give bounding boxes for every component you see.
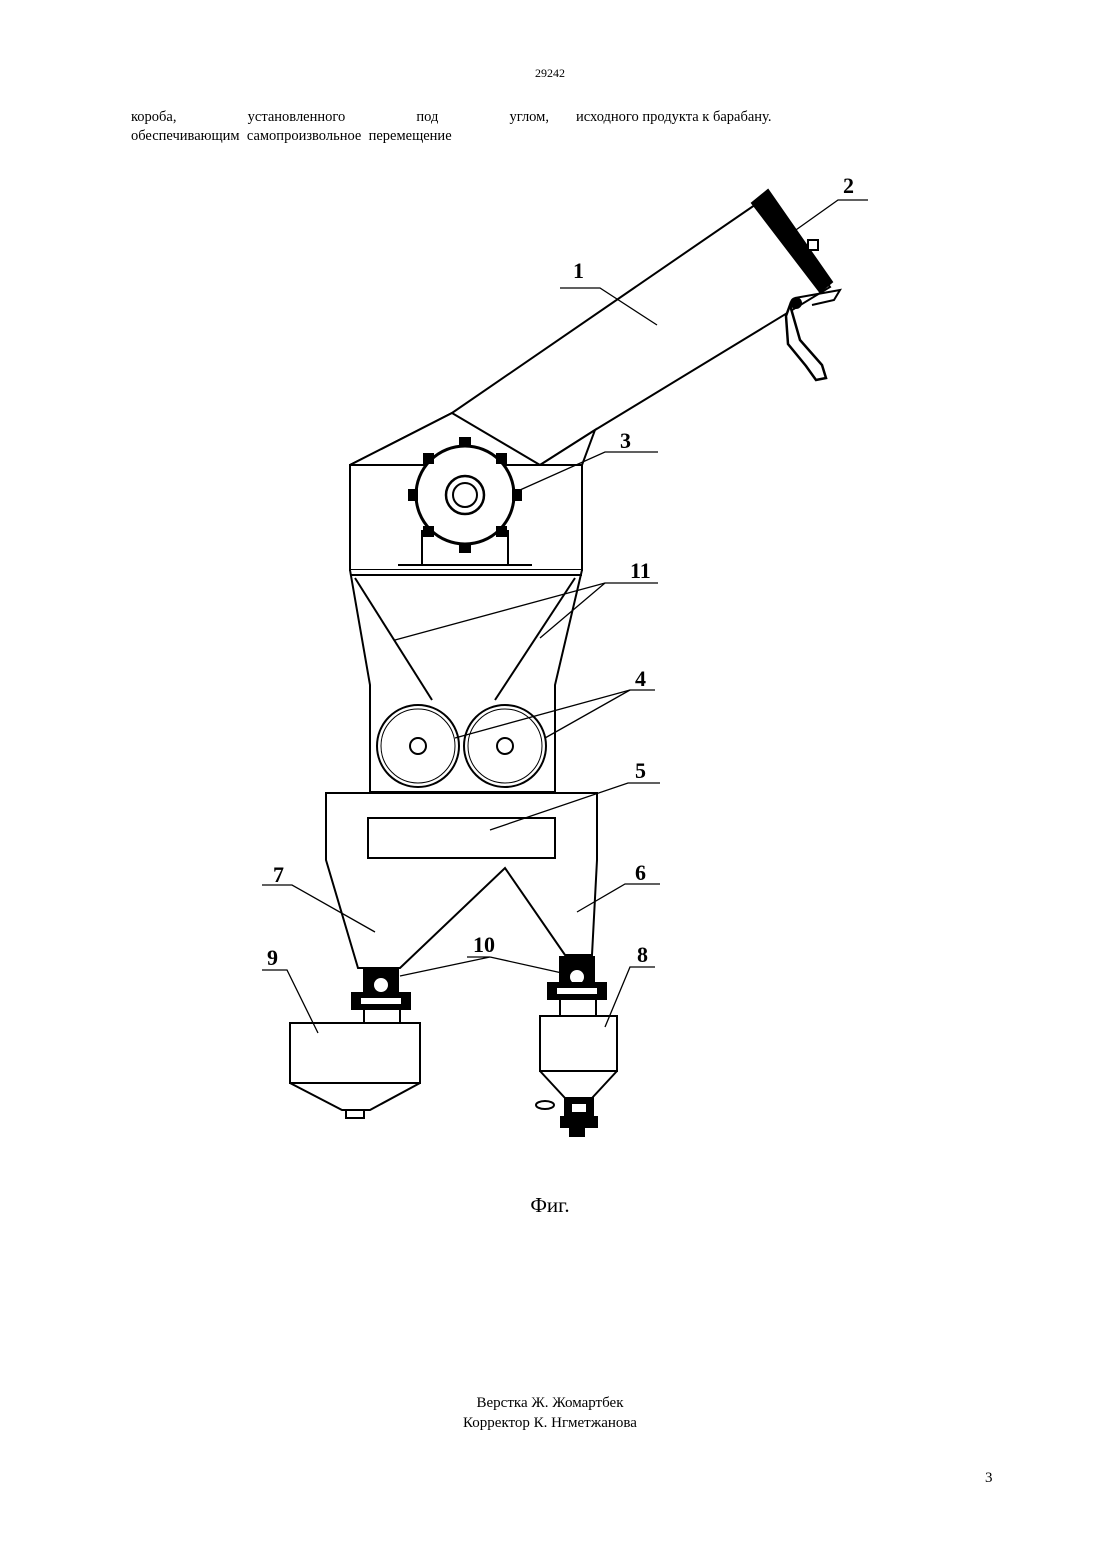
right-text-column: исходного продукта к барабану. (576, 108, 876, 127)
label-1: 1 (573, 258, 584, 283)
label-2: 2 (843, 173, 854, 198)
drum (409, 438, 521, 552)
technical-drawing: 1 2 3 4 5 6 7 8 9 10 11 (255, 165, 875, 1245)
right-bin (536, 999, 617, 1136)
text-line-1: короба, установленного под углом, (131, 108, 549, 127)
label-5: 5 (635, 758, 646, 783)
label-4: 4 (635, 666, 646, 691)
text-word: под (416, 108, 438, 127)
separation-chamber (326, 793, 597, 968)
text-line-1: исходного продукта к барабану. (576, 108, 876, 127)
label-7: 7 (273, 862, 284, 887)
label-9: 9 (267, 945, 278, 970)
label-10: 10 (473, 932, 495, 957)
label-11: 11 (630, 558, 651, 583)
patent-number: 29242 (0, 66, 1100, 81)
figure-caption: Фиг. (0, 1193, 1100, 1218)
label-8: 8 (637, 942, 648, 967)
text-word: углом, (509, 108, 548, 127)
inclined-box (350, 198, 830, 465)
apparatus-drawing: 1 2 3 4 5 6 7 8 9 10 11 (255, 165, 875, 1245)
left-text-column: короба, установленного под углом, обеспе… (131, 108, 549, 146)
text-word: короба, (131, 108, 177, 127)
proofreader-credit: Корректор К. Нгметжанова (0, 1413, 1100, 1433)
text-word: установленного (248, 108, 346, 127)
left-bin (290, 1009, 420, 1118)
page-number: 3 (985, 1470, 993, 1487)
credits: Верстка Ж. Жомартбек Корректор К. Нгметж… (0, 1393, 1100, 1433)
text-line-2: обеспечивающим самопроизвольное перемеще… (131, 127, 549, 146)
label-6: 6 (635, 860, 646, 885)
layout-credit: Верстка Ж. Жомартбек (0, 1393, 1100, 1413)
label-3: 3 (620, 428, 631, 453)
